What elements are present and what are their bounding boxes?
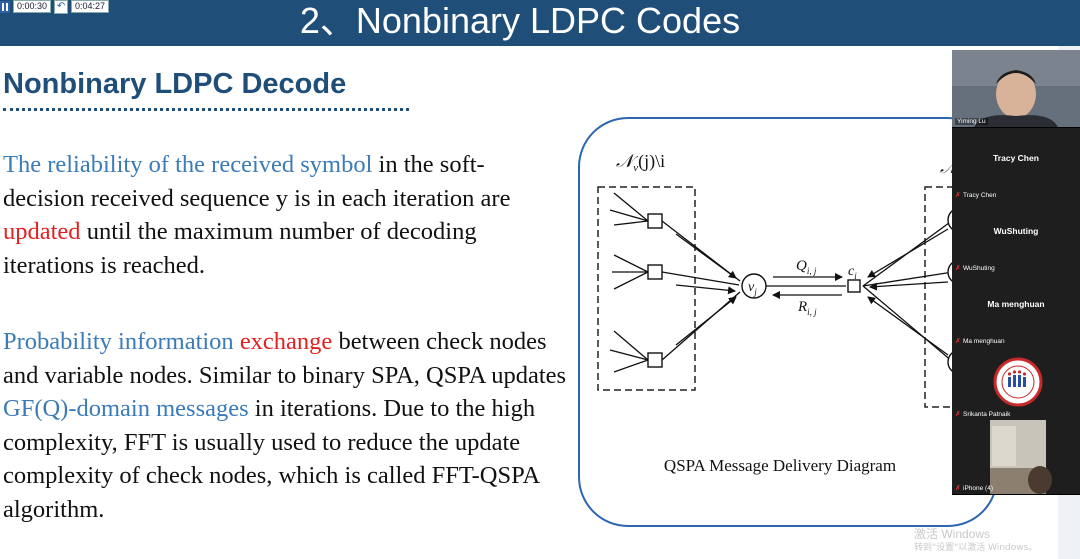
- participant-label: ✗WuShuting: [955, 264, 995, 273]
- check-node-square: [647, 264, 663, 280]
- mic-muted-icon: ✗: [955, 337, 961, 345]
- presentation-timer: 0:00:30 ↶ 0:04:27: [0, 0, 110, 14]
- participant-label: ✗Ma menghuan: [955, 337, 1005, 346]
- check-node-square: [847, 279, 861, 293]
- variable-node-circle: [741, 273, 767, 299]
- heading-underline: [3, 108, 409, 111]
- check-node-square: [647, 213, 663, 229]
- participant-name: Srikanta Patnaik: [963, 411, 1011, 418]
- text-segment: between check nodes and variable nodes. …: [3, 328, 567, 389]
- participant-label: ✗Tracy Chen: [955, 191, 997, 200]
- participant-name: iPhone (4): [963, 485, 993, 492]
- highlight-probability: Probability information: [3, 328, 234, 355]
- webcam-video: [952, 50, 1080, 127]
- text-segment: in the soft-decision received sequence y…: [3, 151, 511, 212]
- cnode-label: ci: [848, 264, 857, 281]
- text-segment: in iterations. Due to the high complexit…: [3, 395, 539, 523]
- participant-name: Yiming Lu: [955, 118, 988, 125]
- video-tile-menghuan[interactable]: Ma menghuan ✗Ma menghuan: [952, 274, 1080, 348]
- paragraph-reliability: The reliability of the received symbol i…: [3, 148, 563, 282]
- mic-muted-icon: ✗: [955, 484, 961, 492]
- pause-icon[interactable]: [0, 0, 10, 13]
- video-tile-srikanta[interactable]: ✗Srikanta Patnaik: [952, 347, 1080, 421]
- participant-label: ✗iPhone (4): [955, 484, 993, 493]
- mic-muted-icon: ✗: [955, 264, 961, 272]
- vnode-label: vj: [748, 280, 757, 297]
- activation-watermark: 激活 Windows: [914, 527, 991, 541]
- participant-name: WuShuting: [963, 265, 995, 272]
- organization-logo: [993, 357, 1043, 407]
- participant-name: Tracy Chen: [963, 192, 997, 199]
- total-time: 0:04:27: [71, 0, 110, 13]
- video-tile-tracy[interactable]: Tracy Chen ✗Tracy Chen: [952, 128, 1080, 202]
- participant-label: ✗Srikanta Patnaik: [955, 410, 1011, 419]
- participant-title: WuShuting: [993, 226, 1039, 236]
- message-q-label: Qi, j: [796, 258, 817, 276]
- section-heading: Nonbinary LDPC Decode: [3, 68, 347, 100]
- variable-neighbor-set-label: 𝒩v(j)\i: [616, 151, 665, 174]
- message-r-label: Ri, j: [797, 299, 817, 317]
- variable-neighbor-set-box: [597, 186, 696, 391]
- mic-muted-icon: ✗: [955, 410, 961, 418]
- participant-title: Tracy Chen: [993, 153, 1039, 163]
- elapsed-time: 0:00:30: [13, 0, 52, 13]
- slide-title: 2、Nonbinary LDPC Codes: [299, 0, 741, 41]
- slide-header: 2、Nonbinary LDPC Codes: [0, 0, 1080, 46]
- video-tile-iphone[interactable]: ✗iPhone (4): [952, 420, 1080, 495]
- highlight-gfq: GF(Q)-domain messages: [3, 395, 249, 422]
- video-tile-yiming[interactable]: Yiming Lu: [952, 50, 1080, 128]
- highlight-exchange: exchange: [239, 328, 333, 355]
- undo-icon[interactable]: ↶: [54, 0, 69, 14]
- activation-watermark-hint: 转到"设置"以激活 Windows。: [914, 543, 1038, 553]
- mic-muted-icon: ✗: [955, 191, 961, 199]
- highlight-updated: updated: [3, 218, 81, 245]
- diagram-caption: QSPA Message Delivery Diagram: [663, 456, 897, 475]
- check-node-square: [647, 352, 663, 368]
- participant-title: Ma menghuan: [987, 299, 1045, 309]
- paragraph-probability: Probability information exchange between…: [3, 325, 578, 526]
- highlight-reliability: The reliability of the received symbol: [3, 151, 373, 178]
- text-segment: until the maximum number of decoding ite…: [3, 218, 477, 279]
- participant-name: Ma menghuan: [963, 338, 1005, 345]
- video-tile-wushuting[interactable]: WuShuting ✗WuShuting: [952, 201, 1080, 275]
- webcam-video: [952, 420, 1080, 494]
